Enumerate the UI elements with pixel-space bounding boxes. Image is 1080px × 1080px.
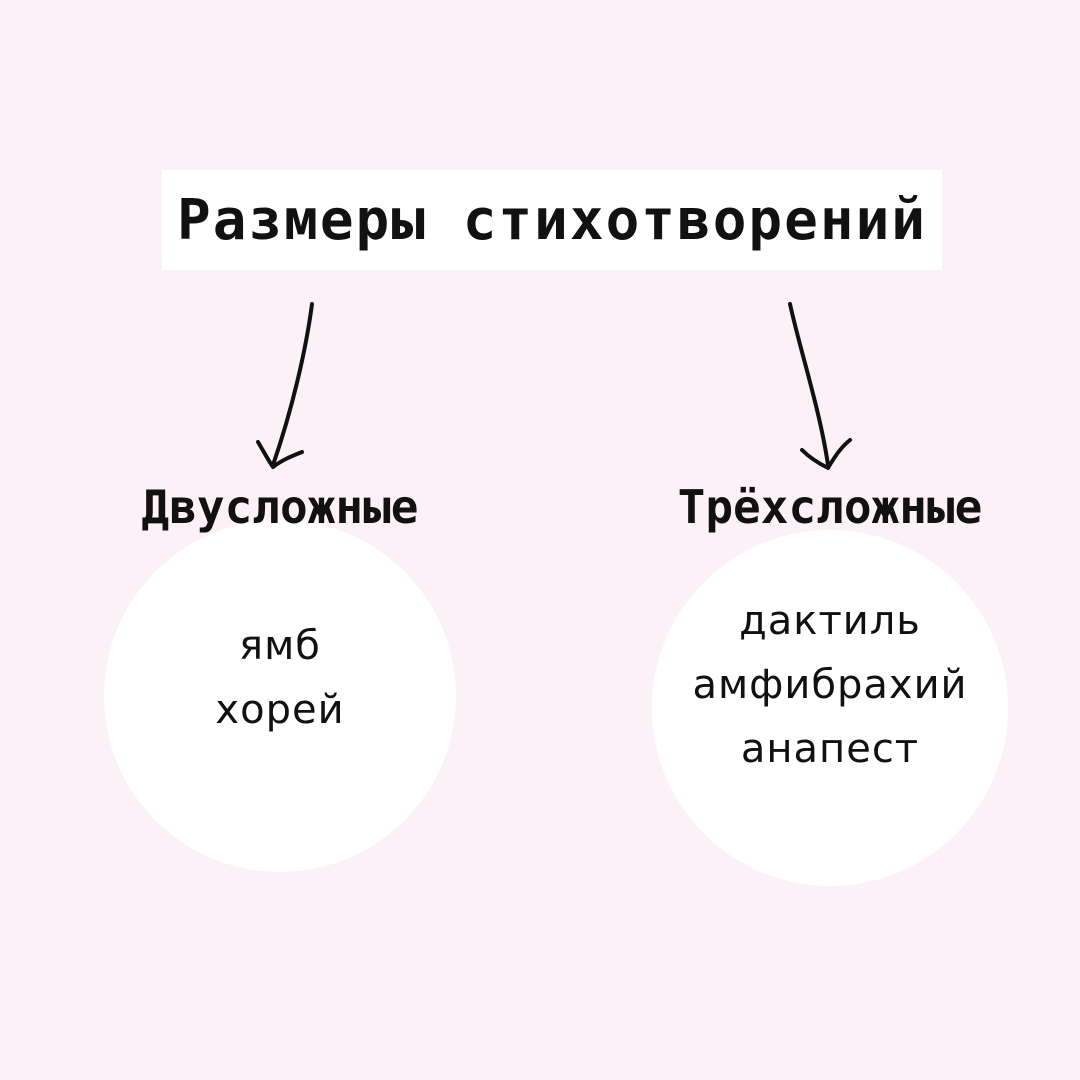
list-item: хорей: [215, 687, 345, 733]
list-item: ямб: [239, 623, 321, 669]
arrow-down-right-icon: [788, 302, 852, 470]
disyllabic-circle: ямб хорей: [104, 520, 456, 872]
list-item: амфибрахий: [692, 662, 968, 708]
trisyllabic-heading: Трёхсложные: [677, 480, 983, 534]
title-box: Размеры стихотворений: [162, 170, 942, 270]
list-item: дактиль: [739, 598, 921, 644]
disyllabic-list: ямб хорей: [104, 614, 456, 742]
disyllabic-heading: Двусложные: [141, 480, 419, 534]
diagram-title: Размеры стихотворений: [176, 187, 927, 253]
list-item: анапест: [740, 726, 920, 772]
arrow-down-left-icon: [256, 302, 314, 469]
trisyllabic-circle: дактиль амфибрахий анапест: [652, 530, 1008, 886]
trisyllabic-list: дактиль амфибрахий анапест: [652, 589, 1008, 781]
